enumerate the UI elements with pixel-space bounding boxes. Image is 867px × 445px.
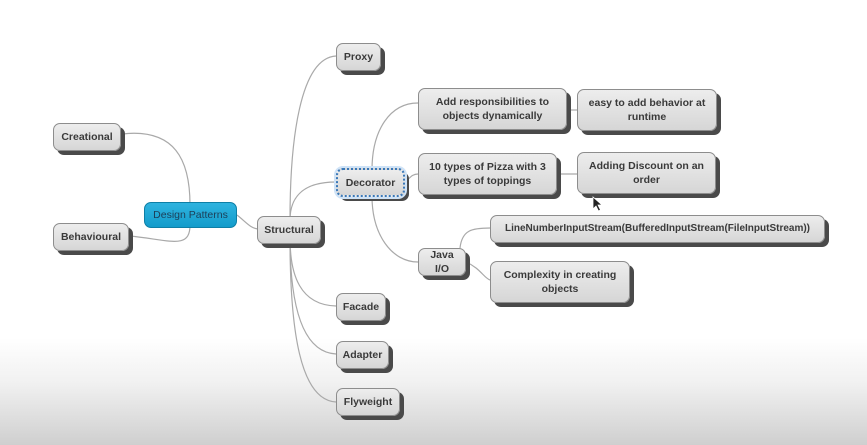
adding-discount-line-2: order: [633, 174, 660, 186]
link-decorator-pizza: [404, 173, 419, 183]
link-structural-adapter: [289, 237, 337, 355]
link-javaio-linenumber: [459, 227, 491, 249]
design-patterns-label: Design Patterns: [153, 209, 228, 221]
link-structural-proxy: [289, 55, 337, 221]
java-io-label: Java I/O: [430, 249, 454, 275]
line-number-input-stream-node[interactable]: LineNumberInputStream(BufferedInputStrea…: [490, 215, 825, 243]
facade-label: Facade: [342, 301, 380, 313]
link-root-structural: [236, 214, 259, 230]
adapter-node[interactable]: Adapter: [336, 341, 389, 369]
link-structural-decorator: [289, 181, 337, 221]
add-responsibilities-line-1: Add responsibilities to: [435, 96, 550, 108]
adding-discount-node[interactable]: Adding Discount on an order: [577, 152, 716, 194]
complexity-line-1: Complexity in creating: [503, 269, 617, 281]
pizza-types-line-2: types of toppings: [443, 175, 532, 187]
easy-to-add-behavior-node[interactable]: easy to add behavior at runtime: [577, 89, 717, 131]
line-number-input-stream-label: LineNumberInputStream(BufferedInputStrea…: [504, 223, 811, 234]
java-io-node[interactable]: Java I/O: [418, 248, 466, 276]
link-javaio-complexity: [465, 261, 491, 281]
structural-node[interactable]: Structural: [257, 216, 321, 244]
link-decorator-responsibilities: [371, 102, 419, 171]
complexity-node[interactable]: Complexity in creating objects: [490, 261, 630, 303]
creational-node[interactable]: Creational: [53, 123, 121, 151]
proxy-label: Proxy: [343, 51, 374, 63]
proxy-node[interactable]: Proxy: [336, 43, 381, 71]
decorator-node[interactable]: Decorator: [336, 168, 405, 197]
link-decorator-javaio: [371, 195, 419, 263]
adding-discount-line-1: Adding Discount on an: [589, 160, 704, 172]
add-responsibilities-line-2: objects dynamically: [442, 110, 543, 122]
flyweight-label: Flyweight: [343, 396, 393, 408]
design-patterns-root-node[interactable]: Design Patterns: [144, 202, 237, 228]
link-root-creational: [121, 132, 191, 206]
link-root-behavioural: [129, 224, 191, 242]
link-structural-flyweight: [289, 237, 337, 403]
pizza-types-node[interactable]: 10 types of Pizza with 3 types of toppin…: [418, 153, 557, 195]
facade-node[interactable]: Facade: [336, 293, 386, 321]
behavioural-label: Behavioural: [60, 231, 122, 243]
adapter-label: Adapter: [342, 349, 383, 361]
easy-to-add-behavior-line-1: easy to add behavior at: [588, 97, 706, 109]
flyweight-node[interactable]: Flyweight: [336, 388, 400, 416]
pizza-types-line-1: 10 types of Pizza with 3: [429, 161, 546, 173]
decorator-label: Decorator: [345, 176, 396, 189]
easy-to-add-behavior-line-2: runtime: [627, 111, 667, 123]
add-responsibilities-node[interactable]: Add responsibilities to objects dynamica…: [418, 88, 567, 130]
mouse-pointer-icon: [592, 196, 604, 212]
complexity-line-2: objects: [541, 283, 579, 295]
behavioural-node[interactable]: Behavioural: [53, 223, 129, 251]
structural-label: Structural: [264, 224, 314, 236]
link-structural-facade: [289, 237, 337, 307]
creational-label: Creational: [61, 131, 113, 143]
